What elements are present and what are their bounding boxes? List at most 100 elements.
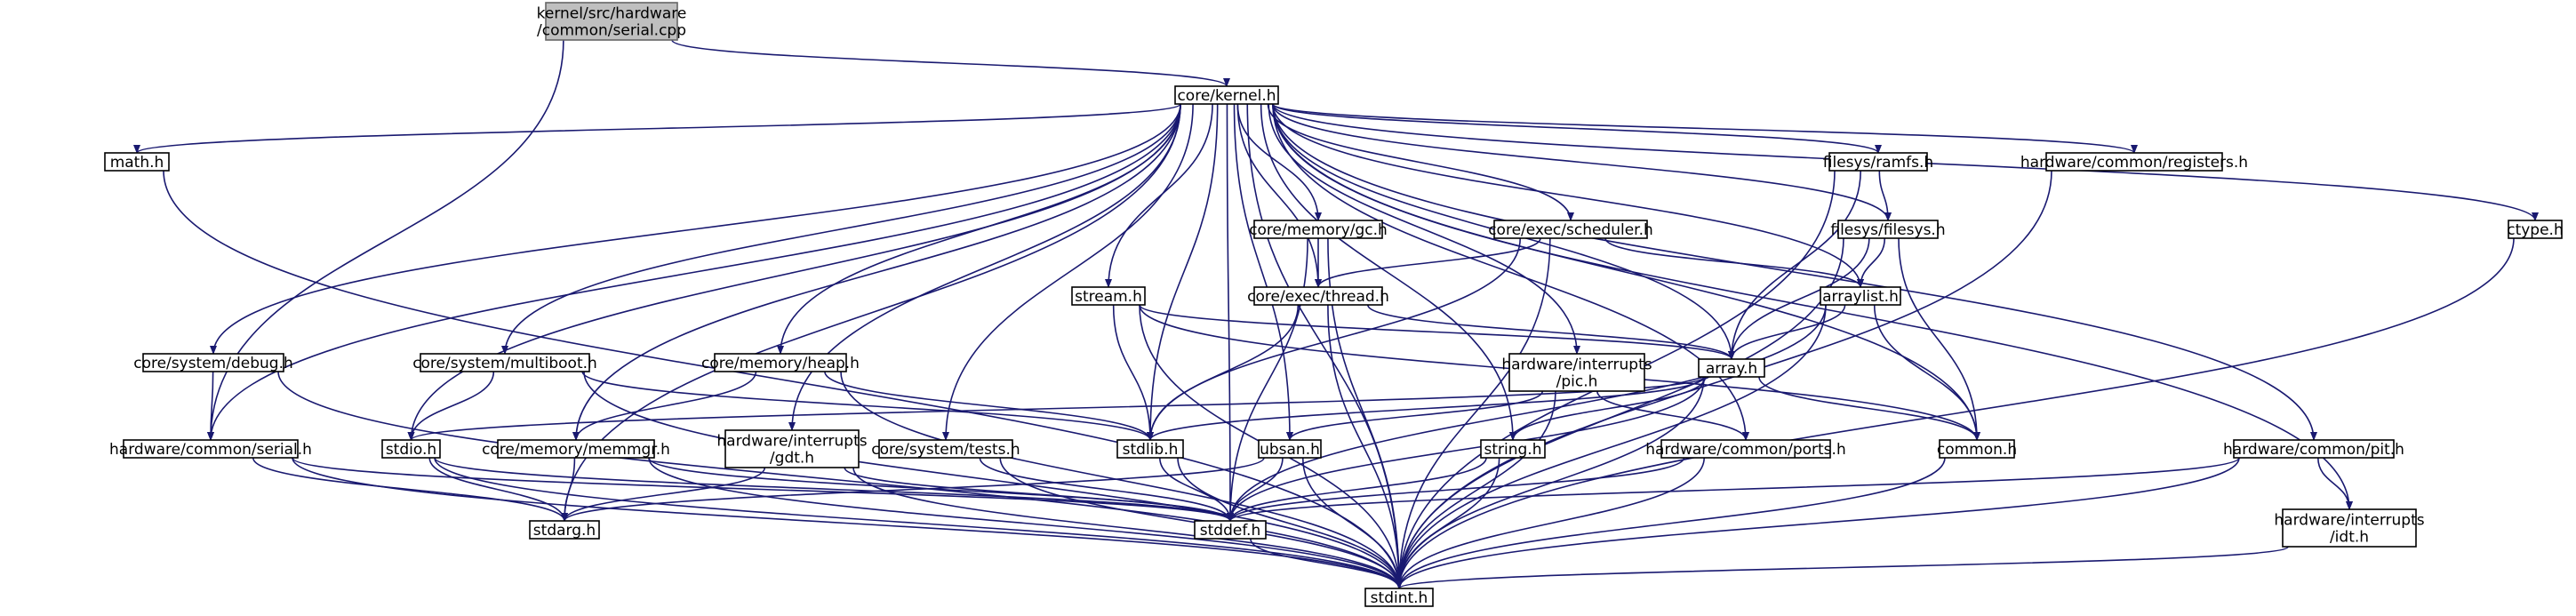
node-box[interactable]: [1071, 286, 1146, 306]
node-box[interactable]: [1837, 220, 1939, 239]
node-kernel-h[interactable]: core/kernel.h: [1174, 85, 1279, 105]
node-ports-h[interactable]: hardware/common/ports.h: [1645, 439, 1846, 459]
node-string-h[interactable]: string.h: [1480, 439, 1546, 459]
edge-stdio_h-to-stdarg_h: [428, 457, 568, 522]
edge-debug_h-to-serial_h: [207, 371, 215, 441]
edge-pit_h-to-idt_h: [2317, 457, 2353, 510]
edge-ramfs_h-to-array_h: [1728, 170, 1861, 360]
node-arraylist-h[interactable]: arraylist.h: [1820, 286, 1901, 306]
node-box[interactable]: [2233, 439, 2395, 459]
edge-kernel_h-to-serial_h: [207, 103, 1181, 441]
node-stdlib-h[interactable]: stdlib.h: [1116, 439, 1184, 459]
edge-ubsan_h-to-stdarg_h: [561, 457, 1265, 522]
node-label: hardware/common/registers.h: [2020, 154, 2248, 172]
node-stdint-h[interactable]: stdint.h: [1364, 588, 1434, 607]
edge-memmgr_h-to-stdarg_h: [561, 457, 576, 522]
node-ramfs-h[interactable]: filesys/ramfs.h: [1823, 152, 1933, 172]
node-box[interactable]: [381, 439, 441, 459]
node-label: core/kernel.h: [1177, 87, 1276, 105]
node-box[interactable]: [1660, 439, 1831, 459]
edge-multiboot_h-to-stdint_h: [583, 371, 1403, 589]
edge-ubsan_h-to-stddef_h: [1227, 457, 1284, 522]
node-label: ctype.h: [2507, 221, 2564, 239]
node-label: /gdt.h: [770, 450, 814, 468]
dependency-edges: [133, 39, 2539, 589]
node-box[interactable]: [724, 429, 860, 468]
node-scheduler-h[interactable]: core/exec/scheduler.h: [1488, 220, 1653, 239]
node-ubsan-h[interactable]: ubsan.h: [1258, 439, 1322, 459]
node-box[interactable]: [420, 353, 590, 372]
node-box[interactable]: [123, 439, 299, 459]
node-box[interactable]: [497, 439, 655, 459]
node-box[interactable]: [529, 520, 600, 540]
node-debug-h[interactable]: core/system/debug.h: [133, 353, 293, 372]
edge-idt_h-to-stdint_h: [1396, 546, 2289, 589]
edge-arraylist_h-to-common_h: [1873, 304, 1980, 441]
node-box[interactable]: [714, 353, 847, 372]
node-label: filesys/ramfs.h: [1823, 154, 1933, 172]
node-stdarg-h[interactable]: stdarg.h: [529, 520, 600, 540]
node-serial-cpp[interactable]: kernel/src/hardware/common/serial.cpp: [537, 2, 687, 41]
edge-thread_h-to-stdlib_h: [1147, 304, 1300, 441]
node-label: hardware/interrupts: [2274, 512, 2424, 530]
edge-scheduler_h-to-arraylist_h: [1604, 237, 1864, 288]
edge-stream_h-to-array_h: [1139, 304, 1735, 360]
node-memmgr-h[interactable]: core/memory/memmgr.h: [482, 439, 670, 459]
node-idt-h[interactable]: hardware/interrupts/idt.h: [2274, 508, 2425, 548]
node-stdio-h[interactable]: stdio.h: [381, 439, 441, 459]
node-box[interactable]: [2508, 220, 2563, 239]
node-box[interactable]: [1493, 220, 1648, 239]
node-heap-h[interactable]: core/memory/heap.h: [701, 353, 860, 372]
edge-serial_h-to-stdarg_h: [252, 457, 568, 522]
node-ctype-h[interactable]: ctype.h: [2507, 220, 2564, 239]
node-thread-h[interactable]: core/exec/thread.h: [1247, 286, 1389, 306]
edge-kernel_h-to-memmgr_h: [572, 103, 1181, 441]
node-label: core/memory/heap.h: [701, 355, 860, 372]
node-gdt-h[interactable]: hardware/interrupts/gdt.h: [716, 429, 868, 468]
node-box[interactable]: [1939, 439, 2015, 459]
node-box[interactable]: [2282, 508, 2417, 548]
node-label: stddef.h: [1200, 522, 1261, 540]
node-box[interactable]: [1828, 152, 1928, 172]
node-array-h[interactable]: array.h: [1698, 358, 1765, 378]
node-label: arraylist.h: [1822, 288, 1899, 306]
node-box[interactable]: [1820, 286, 1901, 306]
node-stream-h[interactable]: stream.h: [1071, 286, 1146, 306]
node-box[interactable]: [1253, 220, 1383, 239]
node-box[interactable]: [104, 152, 170, 172]
node-filesys-h[interactable]: filesys/filesys.h: [1830, 220, 1946, 239]
node-gc-h[interactable]: core/memory/gc.h: [1249, 220, 1388, 239]
node-stddef-h[interactable]: stddef.h: [1194, 520, 1267, 540]
node-math-h[interactable]: math.h: [104, 152, 170, 172]
node-box[interactable]: [1174, 85, 1279, 105]
node-pic-h[interactable]: hardware/interrupts/pic.h: [1501, 353, 1652, 392]
node-serial-h[interactable]: hardware/common/serial.h: [109, 439, 312, 459]
node-common-h[interactable]: common.h: [1937, 439, 2017, 459]
node-label: core/system/debug.h: [133, 355, 293, 372]
edge-filesys_h-to-common_h: [1898, 237, 1980, 441]
node-box[interactable]: [1480, 439, 1546, 459]
node-label: string.h: [1484, 441, 1542, 459]
node-box[interactable]: [878, 439, 1013, 459]
node-box[interactable]: [2045, 152, 2223, 172]
node-registers-h[interactable]: hardware/common/registers.h: [2020, 152, 2248, 172]
node-box[interactable]: [1194, 520, 1267, 540]
edge-pic_h-to-ubsan_h: [1286, 390, 1544, 441]
node-pit-h[interactable]: hardware/common/pit.h: [2223, 439, 2404, 459]
node-box[interactable]: [1258, 439, 1322, 459]
edge-multiboot_h-to-stdlib_h: [581, 371, 1154, 441]
node-box[interactable]: [1364, 588, 1434, 607]
node-label: hardware/common/serial.h: [109, 441, 312, 459]
node-multiboot-h[interactable]: core/system/multiboot.h: [412, 353, 597, 372]
node-box[interactable]: [1698, 358, 1765, 378]
node-tests-h[interactable]: core/system/tests.h: [871, 439, 1020, 459]
node-label: math.h: [110, 154, 164, 172]
edge-kernel_h-to-pit_h: [1272, 103, 2317, 441]
edge-array_h-to-stdlib_h: [1147, 376, 1705, 441]
edge-kernel_h-to-idt_h: [1272, 103, 2353, 510]
node-box[interactable]: [1508, 353, 1645, 392]
node-box[interactable]: [1116, 439, 1184, 459]
node-box[interactable]: [1253, 286, 1383, 306]
node-box[interactable]: [142, 353, 284, 372]
node-box[interactable]: [545, 2, 678, 41]
